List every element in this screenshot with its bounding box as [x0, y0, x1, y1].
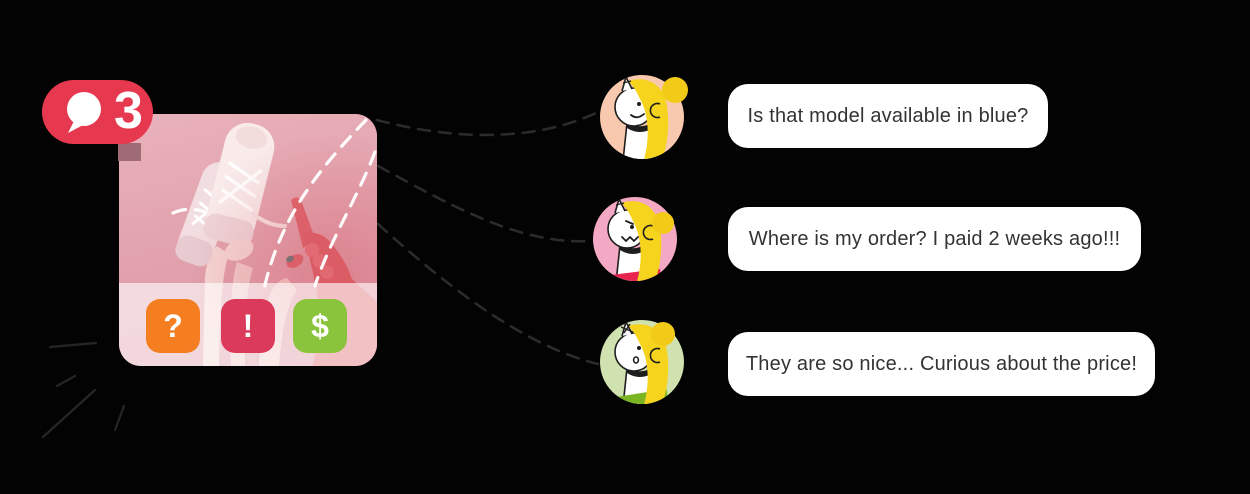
- connector-line-2: [376, 164, 592, 243]
- chat-bubble-1[interactable]: Is that model available in blue?: [728, 84, 1048, 148]
- dollar-button[interactable]: $: [293, 299, 347, 353]
- notification-dot: [651, 322, 675, 346]
- chat-bubble-text: They are so nice... Curious about the pr…: [745, 352, 1138, 375]
- notification-badge[interactable]: 3: [42, 80, 153, 144]
- chat-bubble-text: Where is my order? I paid 2 weeks ago!!!: [748, 227, 1121, 250]
- chat-bubble-2[interactable]: Where is my order? I paid 2 weeks ago!!!: [728, 207, 1141, 271]
- photo-dashed-arcs: [171, 118, 377, 291]
- notification-count: 3: [114, 81, 143, 140]
- burst-lines: [41, 341, 126, 439]
- avatar-customer-3[interactable]: [596, 316, 696, 416]
- avatar-customer-1[interactable]: [596, 71, 696, 171]
- exclamation-button[interactable]: !: [221, 299, 275, 353]
- chat-bubble-3[interactable]: They are so nice... Curious about the pr…: [728, 332, 1155, 396]
- avatar-customer-2[interactable]: [589, 193, 689, 293]
- action-bar: ? ! $: [119, 283, 377, 366]
- chat-bubble-text: Is that model available in blue?: [747, 104, 1029, 127]
- notification-dot: [652, 212, 674, 234]
- connector-line-3: [376, 222, 600, 366]
- product-post-card[interactable]: ? ! $: [119, 114, 377, 366]
- notification-dot: [662, 77, 688, 103]
- question-button[interactable]: ?: [146, 299, 200, 353]
- connector-line-1: [375, 110, 600, 137]
- badge-corner-shadow: [118, 143, 141, 161]
- chat-bubble-icon: [67, 92, 101, 133]
